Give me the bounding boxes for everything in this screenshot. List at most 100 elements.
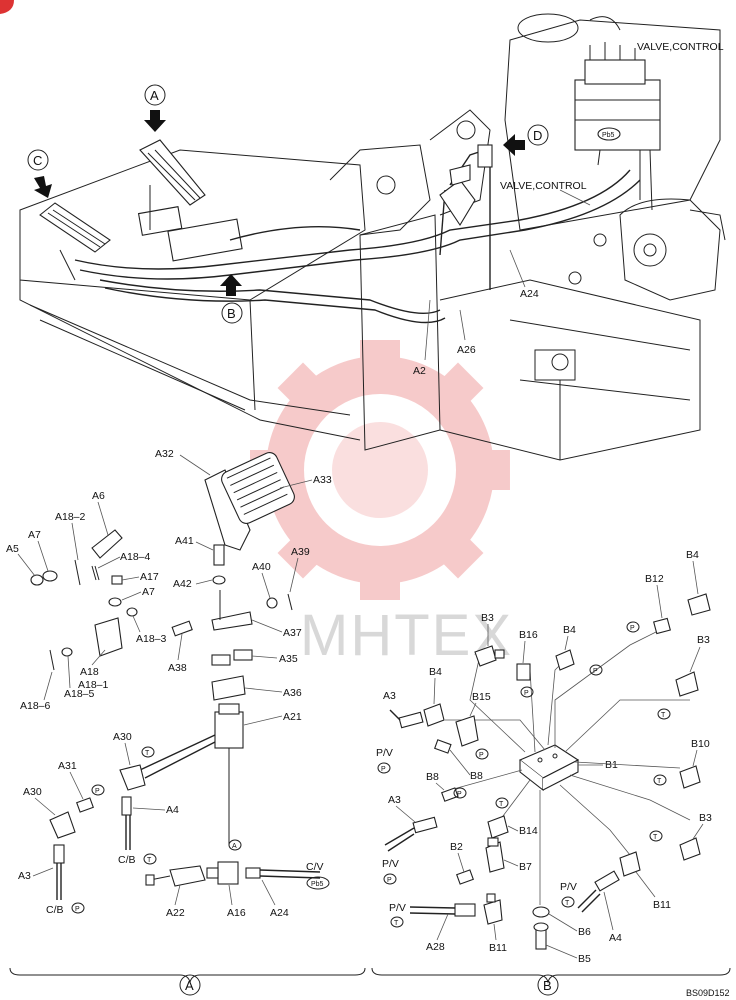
svg-text:A18: A18 <box>80 666 99 678</box>
svg-text:A42: A42 <box>173 578 192 590</box>
svg-text:A3: A3 <box>383 690 396 702</box>
svg-text:A30: A30 <box>113 731 132 743</box>
svg-text:A17: A17 <box>140 571 159 583</box>
svg-text:A28: A28 <box>426 941 445 953</box>
callout-b: B <box>220 274 243 324</box>
svg-text:P: P <box>95 788 100 795</box>
svg-text:A7: A7 <box>142 586 155 598</box>
svg-text:P: P <box>381 766 386 773</box>
svg-text:B8: B8 <box>470 770 483 782</box>
svg-text:A24: A24 <box>520 288 539 300</box>
svg-text:C/V: C/V <box>306 861 324 873</box>
svg-text:B3: B3 <box>699 812 712 824</box>
svg-text:A18–6: A18–6 <box>20 700 51 712</box>
svg-text:B12: B12 <box>645 573 664 585</box>
svg-text:B: B <box>227 306 236 321</box>
svg-text:A3: A3 <box>388 794 401 806</box>
svg-text:A21: A21 <box>283 711 302 723</box>
svg-text:D: D <box>533 128 542 143</box>
svg-text:A24: A24 <box>270 907 289 919</box>
svg-text:A26: A26 <box>457 344 476 356</box>
svg-text:A18–4: A18–4 <box>120 551 151 563</box>
svg-text:C: C <box>33 153 42 168</box>
watermark-text: MHTEX <box>300 603 513 668</box>
pedal-assembly-upper <box>39 139 243 281</box>
svg-text:B6: B6 <box>578 926 591 938</box>
pb5-tag-top: Pb5 <box>602 132 615 139</box>
callout-a: A <box>144 84 166 132</box>
svg-text:B3: B3 <box>481 612 494 624</box>
svg-text:P/V: P/V <box>382 858 399 870</box>
svg-text:B11: B11 <box>489 942 507 954</box>
svg-text:Pb5: Pb5 <box>311 881 324 888</box>
svg-text:A41: A41 <box>175 535 194 547</box>
svg-text:A16: A16 <box>227 907 246 919</box>
svg-text:B15: B15 <box>472 691 491 703</box>
svg-text:B10: B10 <box>691 738 710 750</box>
svg-text:P: P <box>524 690 529 697</box>
svg-text:A37: A37 <box>283 627 302 639</box>
pv3: P/V <box>389 902 406 914</box>
svg-text:B14: B14 <box>519 825 538 837</box>
svg-text:A3: A3 <box>18 870 31 882</box>
section-a-exploded: A32 A33 A6 A18–2 A7 A5 A18–4 A17 A7 A1 <box>6 448 332 919</box>
svg-text:A33: A33 <box>313 474 332 486</box>
svg-text:B1: B1 <box>605 759 618 771</box>
svg-text:C/B: C/B <box>46 904 64 916</box>
svg-text:B7: B7 <box>519 861 532 873</box>
svg-text:B3: B3 <box>697 634 710 646</box>
svg-text:P: P <box>593 668 598 675</box>
callout-c: C <box>27 149 52 198</box>
svg-text:T: T <box>394 920 399 927</box>
svg-text:A39: A39 <box>291 546 310 558</box>
svg-text:A: A <box>232 843 237 850</box>
svg-text:A18–3: A18–3 <box>136 633 167 645</box>
svg-text:T: T <box>147 857 152 864</box>
svg-text:P: P <box>387 877 392 884</box>
upper-labels: A24 A26 A2 <box>413 249 539 377</box>
svg-text:A22: A22 <box>166 907 185 919</box>
svg-text:P: P <box>630 625 635 632</box>
pilot-hoses-upper <box>74 149 641 324</box>
section-braces: A B <box>9 967 731 996</box>
svg-text:P/V: P/V <box>376 747 393 759</box>
svg-text:A32: A32 <box>155 448 174 460</box>
svg-text:T: T <box>565 900 570 907</box>
svg-text:B16: B16 <box>519 629 538 641</box>
svg-text:P/V: P/V <box>560 881 577 893</box>
d-side-valve <box>439 144 493 227</box>
svg-text:A18–2: A18–2 <box>55 511 86 523</box>
callout-d: D <box>503 124 549 156</box>
svg-text:P: P <box>457 791 462 798</box>
svg-text:A30: A30 <box>23 786 42 798</box>
svg-text:P: P <box>75 906 80 913</box>
corner-badge <box>0 0 14 14</box>
label-valve-control-top: VALVE,CONTROL <box>637 41 724 53</box>
svg-text:P: P <box>479 752 484 759</box>
svg-text:A40: A40 <box>252 561 271 573</box>
svg-text:A6: A6 <box>92 490 105 502</box>
svg-text:B4: B4 <box>563 624 576 636</box>
section-label-a: A <box>185 978 194 993</box>
svg-text:A18–1: A18–1 <box>78 679 109 691</box>
svg-text:T: T <box>653 834 658 841</box>
section-label-b: B <box>543 978 552 993</box>
svg-text:A35: A35 <box>279 653 298 665</box>
label-valve-control-mid: VALVE,CONTROL <box>500 180 587 192</box>
svg-text:B2: B2 <box>450 841 463 853</box>
drawing-code: BS09D152 <box>686 988 730 998</box>
svg-text:A36: A36 <box>283 687 302 699</box>
svg-text:A31: A31 <box>58 760 77 772</box>
svg-text:A7: A7 <box>28 529 41 541</box>
svg-text:A4: A4 <box>609 932 622 944</box>
svg-text:A4: A4 <box>166 804 179 816</box>
svg-text:B4: B4 <box>686 549 699 561</box>
svg-text:A38: A38 <box>168 662 187 674</box>
svg-text:B4: B4 <box>429 666 442 678</box>
svg-text:B11: B11 <box>653 899 671 911</box>
svg-text:T: T <box>499 801 504 808</box>
watermark-gear <box>250 340 510 600</box>
svg-text:T: T <box>657 778 662 785</box>
svg-text:A: A <box>150 88 159 103</box>
svg-text:A5: A5 <box>6 543 19 555</box>
